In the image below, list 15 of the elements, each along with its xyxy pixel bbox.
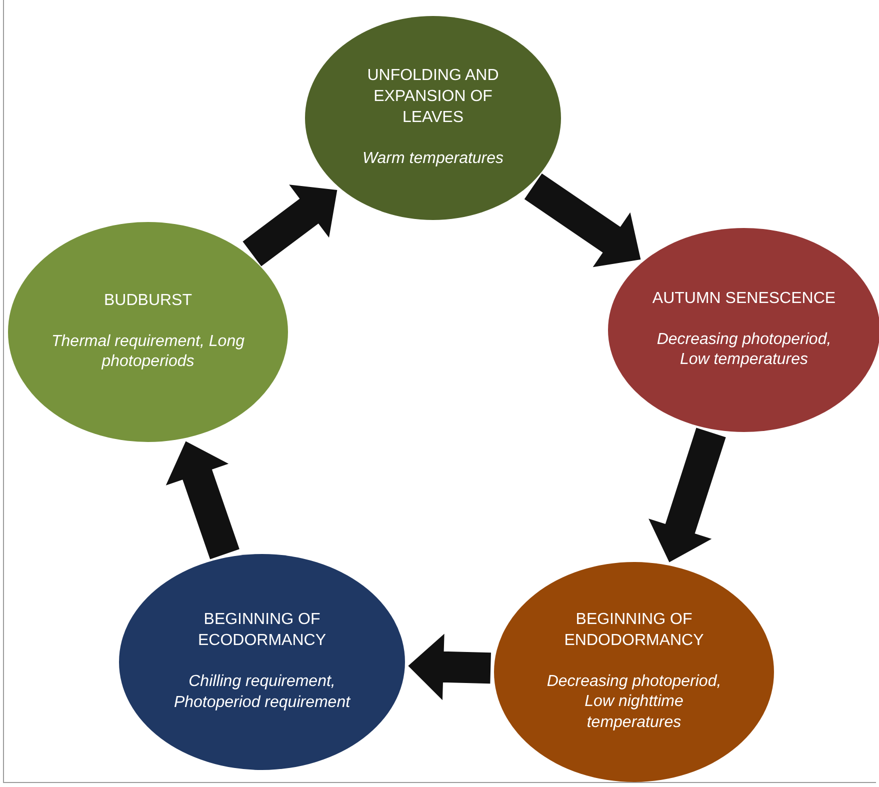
- block-arrow: [648, 428, 726, 562]
- node-heading: BEGINNING OF ECODORMANCY: [196, 610, 327, 652]
- node-heading: UNFOLDING AND EXPANSION OF LEAVES: [366, 66, 500, 128]
- node-description: Decreasing photoperiod, Low temperatures: [656, 330, 832, 370]
- node-description: Chilling requirement, Photoperiod requirement: [172, 672, 352, 713]
- node-description: Decreasing photoperiod, Low nighttime temperatures: [546, 672, 722, 734]
- node-heading: AUTUMN SENESCENCE: [652, 288, 836, 309]
- node-heading: BUDBURST: [104, 290, 192, 311]
- node-description: Warm temperatures: [362, 148, 504, 169]
- block-arrow: [166, 441, 240, 560]
- node-description: Thermal requirement, Long photoperiods: [50, 332, 246, 372]
- block-arrow: [408, 634, 492, 700]
- block-arrow: [524, 174, 641, 268]
- node-heading: BEGINNING OF ENDODORMANCY: [563, 610, 705, 651]
- block-arrow: [242, 184, 338, 266]
